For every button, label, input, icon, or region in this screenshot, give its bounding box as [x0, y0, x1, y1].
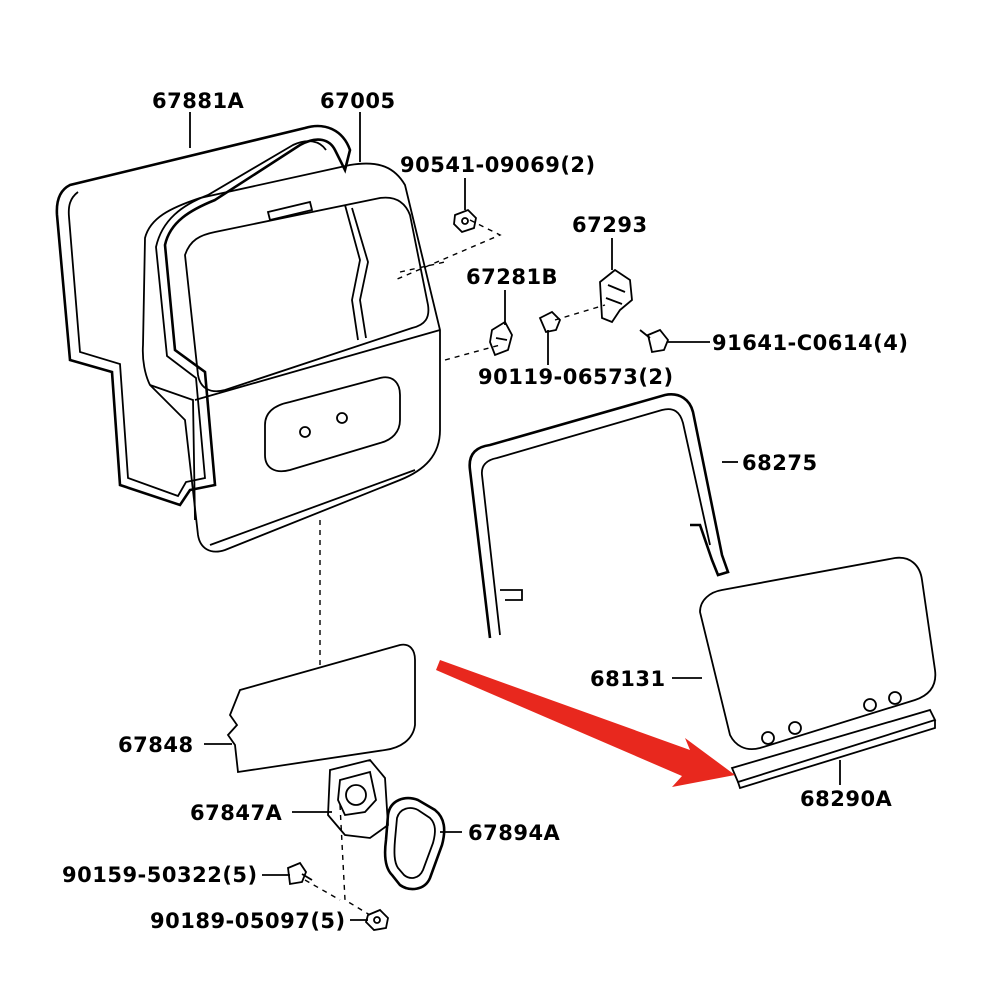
label-67293: 67293 — [572, 213, 648, 237]
bolt-91641-c0614 — [639, 328, 670, 354]
nut-90541-09069 — [453, 208, 477, 234]
label-90189-05097: 90189-05097(5) — [150, 909, 346, 933]
hinge-67281b — [489, 320, 513, 357]
label-67847a: 67847A — [190, 801, 283, 825]
label-68131: 68131 — [590, 667, 666, 691]
label-67881a: 67881A — [152, 89, 245, 113]
leader-lines — [189, 112, 841, 921]
screw-90159-50322 — [287, 861, 313, 886]
back-door-glass-68131 — [699, 556, 937, 750]
service-hole-cover-67848 — [226, 643, 416, 774]
label-90541-09069: 90541-09069(2) — [400, 153, 596, 177]
label-67005: 67005 — [320, 89, 396, 113]
label-91641-c0614: 91641-C0614(4) — [712, 331, 908, 355]
label-90119-06573: 90119-06573(2) — [478, 365, 674, 389]
guide-lines — [304, 219, 606, 916]
lock-control-67847a — [327, 758, 389, 839]
part-labels: 67881A 67005 90541-09069(2) 67293 67281B… — [62, 89, 908, 933]
label-90159-50322: 90159-50322(5) — [62, 863, 258, 887]
label-67281b: 67281B — [466, 265, 558, 289]
label-68275: 68275 — [742, 451, 818, 475]
weatherstrip-67881a — [55, 124, 352, 507]
highlight-arrow — [436, 660, 735, 787]
label-67894a: 67894A — [468, 821, 561, 845]
bolt-90119-06573 — [538, 310, 562, 360]
glass-channel-68290a — [730, 708, 937, 790]
cover-67894a — [383, 796, 446, 891]
nut-90189-05097 — [364, 908, 389, 931]
hinge-67293 — [599, 268, 633, 324]
label-67848: 67848 — [118, 733, 194, 757]
back-door-67005 — [141, 162, 441, 553]
glass-run-68275 — [468, 393, 730, 639]
label-68290a: 68290A — [800, 787, 893, 811]
